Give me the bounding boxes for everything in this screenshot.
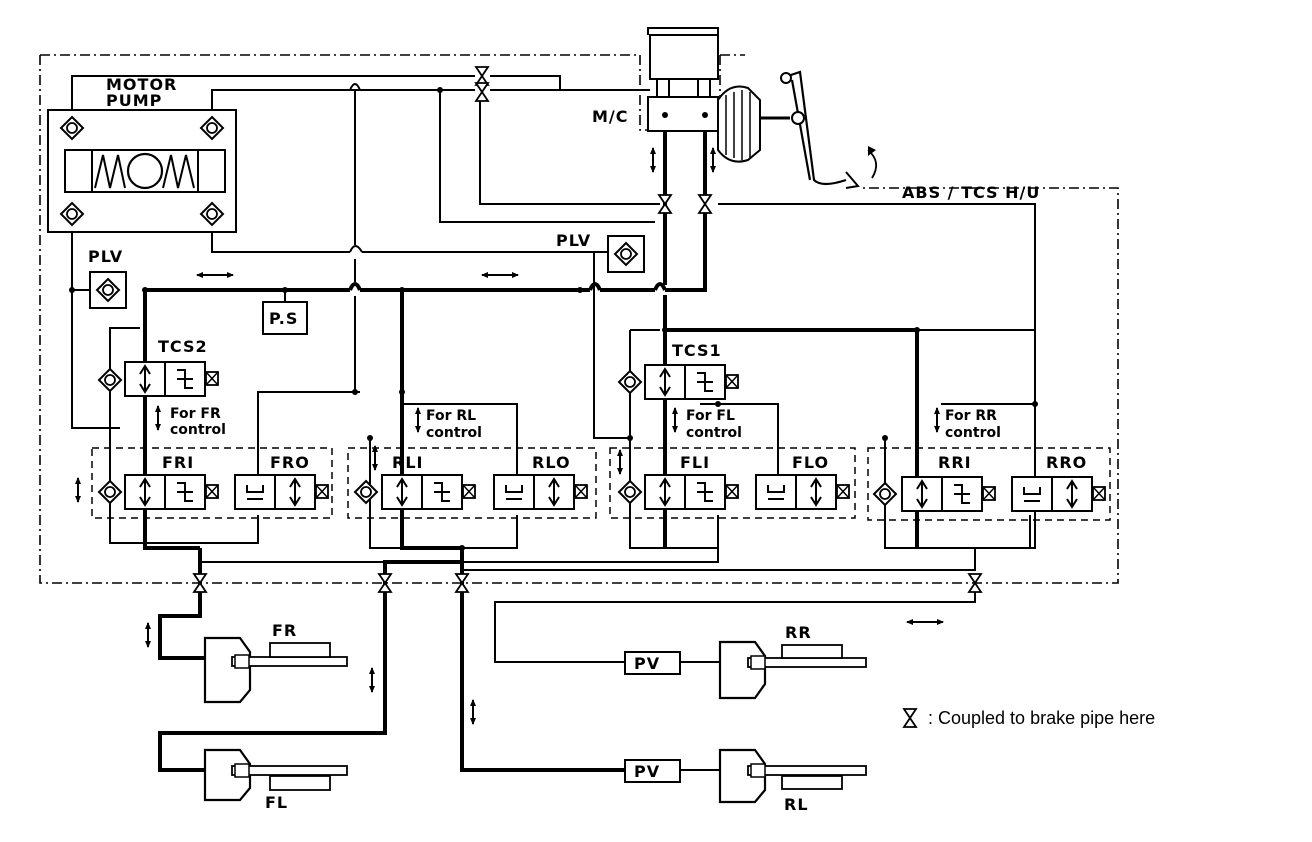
- thick-brake-lines: [143, 115, 919, 772]
- for-rl-control-label: control: [426, 425, 482, 441]
- tcs2-label: TCS2: [158, 337, 208, 356]
- for-rr-control-label: control: [945, 425, 1001, 441]
- for-fr-control-label: control: [170, 422, 226, 438]
- plv-left: PLV: [88, 247, 127, 309]
- mc-flow-arrow-1: [649, 146, 657, 174]
- for-fl-label: For FL: [686, 408, 735, 424]
- motor-pump-label-2: PUMP: [106, 91, 162, 110]
- fl-outlet-label: FLO: [792, 453, 829, 472]
- rl-outlet-label: RLO: [532, 453, 571, 472]
- plv-right: PLV: [556, 231, 645, 273]
- mc-flow-arrow-2: [709, 146, 717, 174]
- for-fl-control-label: control: [686, 425, 742, 441]
- fr-inlet-label: FRI: [162, 453, 194, 472]
- plv-right-label: PLV: [556, 231, 591, 250]
- rr-control-note: For RR control: [933, 406, 1001, 441]
- wheel-rr-label: RR: [785, 623, 812, 642]
- wheel-fr-label: FR: [272, 621, 297, 640]
- pump-check-valve-bl: [60, 202, 84, 226]
- pv-rl-label: PV: [634, 762, 660, 781]
- wheel-brake-rl: PV RL: [469, 698, 867, 814]
- flow-arrow-h-2: [480, 271, 520, 279]
- flow-arrow-h-3: [905, 618, 945, 626]
- pump-check-valve-tl: [60, 116, 84, 140]
- motor-pump: MOTOR PUMP: [60, 75, 226, 226]
- wheel-brake-rr: PV RR: [624, 623, 867, 700]
- coupling-legend-icon: [903, 708, 917, 728]
- rr-outlet-label: RRO: [1046, 453, 1087, 472]
- master-cylinder-label: M/C: [592, 107, 629, 126]
- coupling-hu-2: [698, 194, 712, 214]
- wheel-brake-fl: FL: [203, 666, 376, 812]
- fr-outlet-label: FRO: [270, 453, 310, 472]
- fl-valve-group: FLI FLO: [609, 447, 856, 519]
- pv-rr-label: PV: [634, 654, 660, 673]
- pipe-crossings: [348, 83, 667, 291]
- pressure-switch: P.S: [262, 301, 308, 335]
- for-fr-label: For FR: [170, 406, 221, 422]
- fr-valve-group: FRI FRO: [74, 447, 333, 519]
- wheel-brake-fr: FR: [144, 621, 348, 704]
- pump-check-valve-tr: [200, 116, 224, 140]
- flow-arrow-h-1: [195, 271, 235, 279]
- rl-control-note: For RL control: [414, 406, 482, 441]
- for-rl-label: For RL: [426, 408, 476, 424]
- legend: : Coupled to brake pipe here: [903, 708, 1155, 728]
- coupling-mc-2: [475, 82, 489, 102]
- wheel-rl-label: RL: [784, 795, 809, 814]
- rl-inlet-label: RLI: [392, 453, 423, 472]
- pump-check-valve-br: [200, 202, 224, 226]
- tcs2-valve: TCS2 For FR control: [98, 337, 226, 438]
- wheel-fl-label: FL: [265, 793, 288, 812]
- tcs1-label: TCS1: [672, 341, 722, 360]
- motor-pump-label-1: MOTOR: [106, 75, 177, 94]
- rl-valve-group: RLI RLO: [347, 444, 597, 519]
- hydraulic-unit-label: ABS / TCS H/U: [902, 183, 1040, 202]
- pressure-switch-label: P.S: [269, 309, 298, 328]
- rr-valve-group: RRI RRO: [867, 447, 1111, 521]
- rr-inlet-label: RRI: [938, 453, 972, 472]
- plv-left-label: PLV: [88, 247, 123, 266]
- coupling-hu-1: [658, 194, 672, 214]
- for-rr-label: For RR: [945, 408, 997, 424]
- tcs1-valve: TCS1 For FL control: [618, 341, 742, 441]
- master-cylinder-assembly: M/C ABS / TCS H/U: [592, 27, 1040, 202]
- legend-text: : Coupled to brake pipe here: [928, 708, 1155, 728]
- fl-inlet-label: FLI: [680, 453, 710, 472]
